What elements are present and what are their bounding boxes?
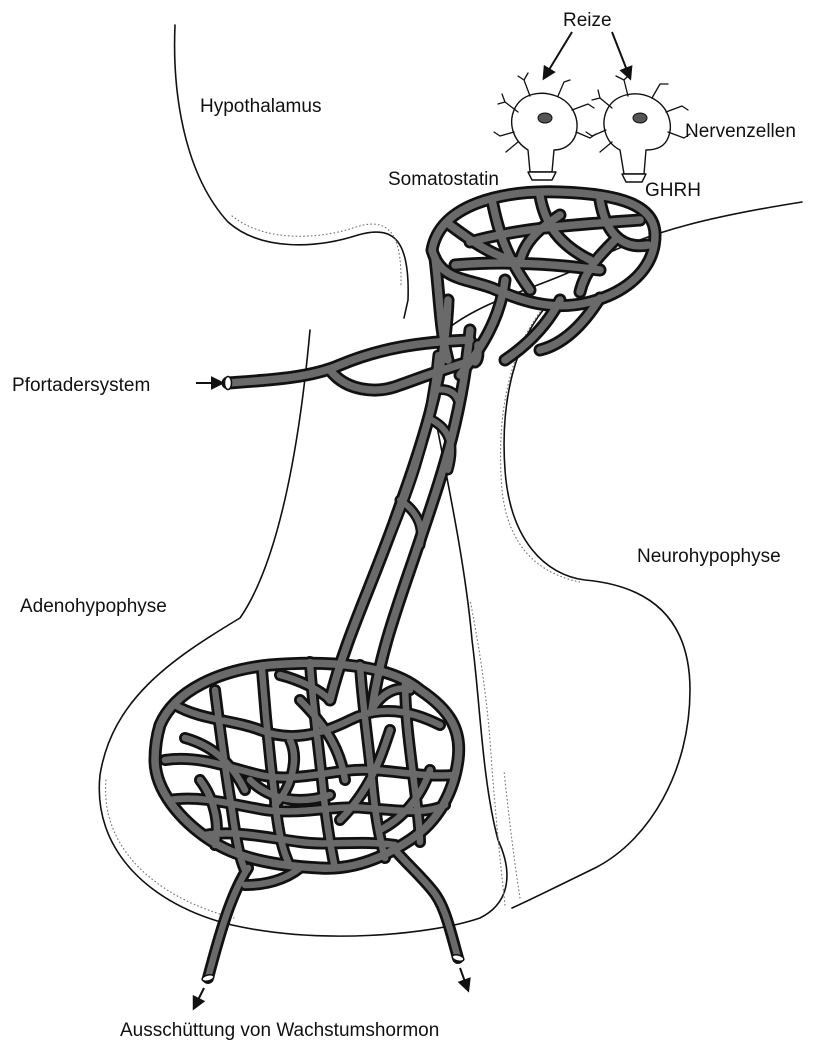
label-hypothalamus: Hypothalamus (200, 96, 321, 117)
label-neurohypophyse: Neurohypophyse (637, 546, 781, 567)
label-somatostatin: Somatostatin (388, 169, 499, 190)
axon-terminal (622, 174, 646, 182)
label-ghrh: GHRH (645, 180, 701, 201)
axon-terminal (528, 172, 556, 180)
nerve-cell-somatostatin (494, 73, 596, 180)
nucleus (538, 113, 552, 123)
hypothalamus-outline (175, 25, 409, 318)
label-nervenzellen: Nervenzellen (685, 121, 796, 142)
label-ausschuettung: Ausschüttung von Wachstumshormon (120, 1020, 439, 1041)
label-pfortadersystem: Pfortadersystem (12, 375, 150, 396)
right-outflow-arrow (460, 968, 468, 990)
left-outflow-arrow (194, 988, 204, 1008)
nucleus (633, 113, 647, 123)
pfortader-vessel-end (225, 377, 232, 390)
label-adenohypophyse: Adenohypophyse (20, 596, 167, 617)
stimulus-arrows (544, 32, 630, 78)
label-reize: Reize (563, 10, 612, 31)
nerve-cell-ghrh (586, 74, 690, 182)
